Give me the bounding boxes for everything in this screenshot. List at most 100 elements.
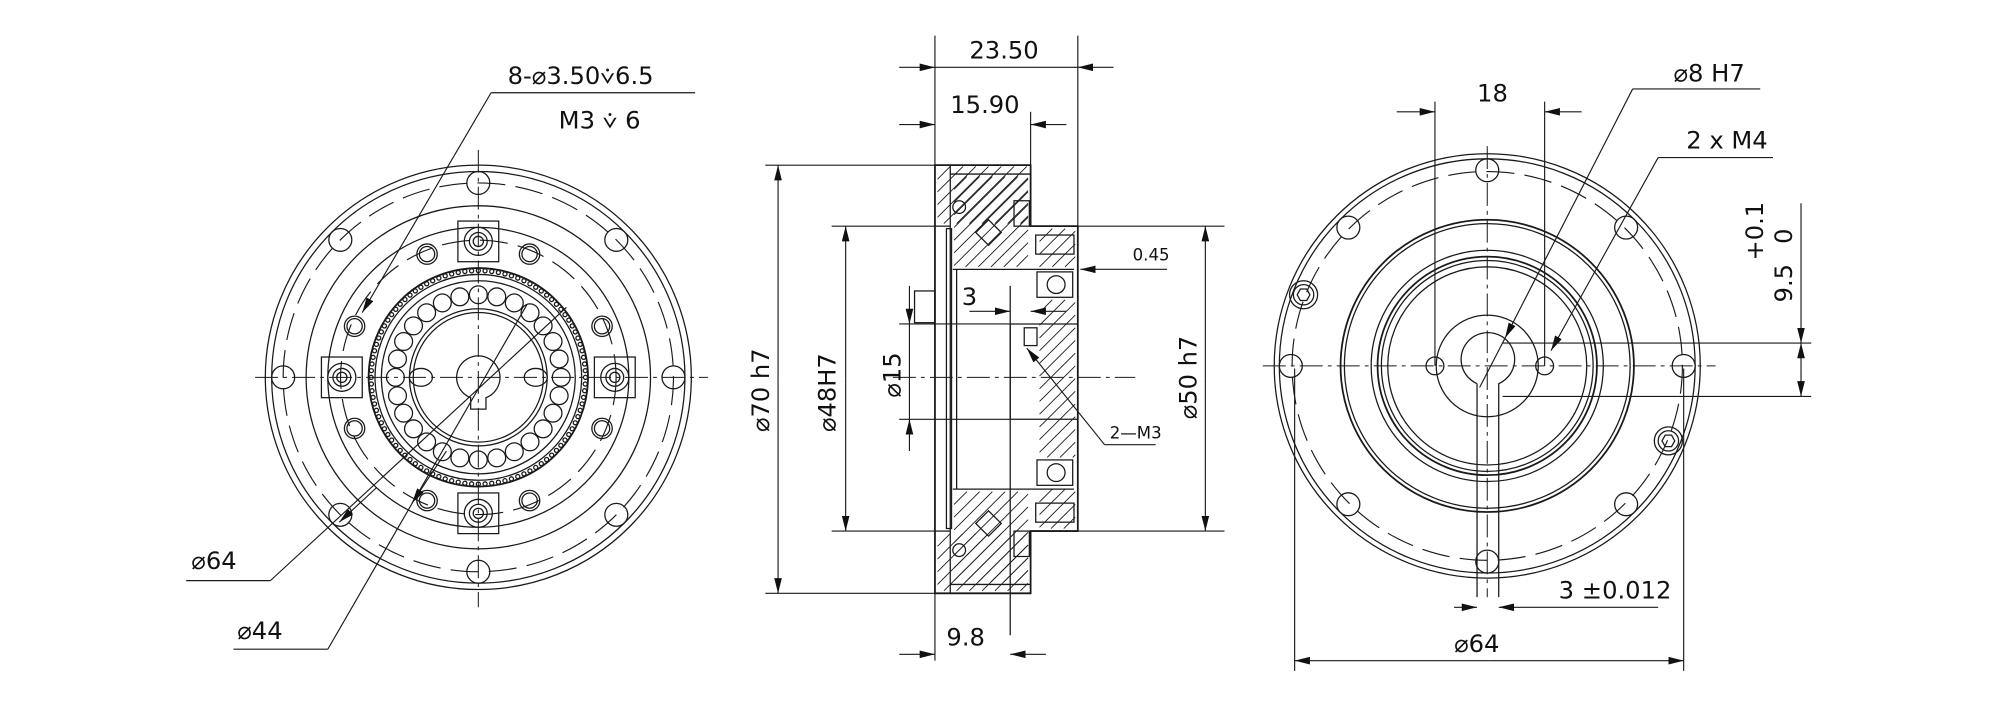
bolt-hole-inner — [418, 492, 436, 509]
gear-tooth — [527, 468, 533, 474]
roller — [543, 331, 563, 352]
hatch-line — [1072, 454, 1076, 458]
gear-tooth — [378, 420, 385, 426]
bolt-hole-inner — [346, 318, 363, 335]
hatch-line — [1063, 516, 1076, 529]
gear-tooth — [566, 431, 572, 438]
roller — [387, 386, 408, 406]
roller — [432, 442, 452, 462]
gear-tooth — [548, 296, 555, 303]
gear-tooth — [580, 394, 587, 401]
gear-tooth — [442, 273, 448, 279]
dim-outer-pcd: ⌀64 — [191, 547, 236, 575]
gear-tooth — [370, 354, 376, 361]
gear-tooth — [569, 426, 575, 432]
hatch-line — [937, 166, 964, 193]
hatch-line — [1039, 299, 1053, 313]
dim-key-width: 3 ±0.012 — [1559, 576, 1672, 604]
dim-bottom-length: 9.8 — [946, 623, 985, 651]
gear-tooth — [533, 464, 539, 471]
dim-bore-diameter: ⌀48H7 — [813, 353, 841, 432]
gear-tooth — [527, 281, 533, 287]
gear-tooth — [538, 461, 544, 467]
bolt-hole — [1614, 215, 1639, 240]
hatch-line — [1007, 570, 1029, 592]
gear-tooth — [436, 473, 442, 480]
hatch-line — [937, 533, 989, 585]
roller — [450, 448, 470, 468]
bolt-hole — [1614, 492, 1639, 517]
gear-tooth — [580, 354, 587, 361]
keyed-bore — [1460, 331, 1516, 598]
hatch-line — [937, 166, 977, 205]
hatch-line — [953, 176, 968, 190]
dim-pcd: ⌀64 — [1454, 630, 1499, 658]
hatch-line — [937, 166, 989, 218]
bolt-hole — [416, 243, 438, 265]
dim-inner-pcd: ⌀44 — [237, 617, 282, 645]
gear-tooth — [543, 456, 550, 463]
roller — [549, 349, 569, 369]
gear-tooth — [515, 473, 521, 480]
roller — [520, 303, 540, 323]
hatch-line — [969, 166, 1028, 224]
gear-tooth — [489, 480, 495, 486]
gear-tooth — [371, 401, 378, 407]
gear-tooth — [572, 329, 578, 335]
gear-tooth — [407, 292, 413, 298]
gear-tooth — [553, 301, 560, 307]
hatch-line — [981, 177, 1029, 224]
dim-overall-length: 23.50 — [969, 36, 1038, 64]
roller — [549, 386, 569, 406]
gear-tooth — [412, 461, 419, 467]
hatch-line — [937, 166, 951, 180]
hatch-line — [1039, 365, 1076, 402]
hatch-line — [1020, 582, 1029, 592]
gear-tooth — [368, 381, 375, 387]
hatch-line — [1050, 504, 1076, 529]
bolt-hole-inner — [346, 420, 363, 437]
gear-tooth — [543, 292, 550, 298]
gear-tooth — [412, 288, 419, 294]
gear-tooth — [385, 317, 391, 323]
gear-tooth — [407, 456, 413, 463]
gear-tooth — [368, 367, 375, 374]
bolt-hole — [328, 227, 353, 252]
gear-tooth — [579, 348, 585, 354]
gear-tooth — [381, 323, 388, 329]
roller — [543, 403, 563, 423]
hatch-line — [937, 533, 964, 560]
roller — [394, 331, 414, 352]
gear-tooth — [575, 335, 581, 341]
hatch-line — [1039, 299, 1066, 326]
callout-threads-m3: 2—M3 — [1110, 423, 1162, 442]
gear-tooth — [521, 471, 527, 477]
bolt-hole-inner — [593, 318, 611, 335]
bolt-hole-inner — [521, 245, 538, 263]
gear-tooth — [581, 388, 588, 394]
gear-tooth — [393, 306, 399, 312]
hatch-line — [1046, 429, 1076, 458]
dim-step: 3 — [962, 283, 977, 311]
hatch-line — [978, 216, 1029, 268]
gear-tooth — [388, 311, 395, 318]
hatch-line — [994, 190, 1029, 224]
roller — [504, 293, 524, 313]
gear-tooth — [582, 381, 588, 387]
hatch-line — [1020, 215, 1029, 224]
gear-tooth — [468, 481, 475, 487]
gear-tooth — [558, 442, 564, 449]
bolt-hole-inner — [521, 492, 538, 509]
hatch-line — [1039, 340, 1076, 377]
hatch-line — [1039, 378, 1076, 415]
roller — [450, 287, 470, 307]
gear-tooth — [582, 367, 588, 374]
hatch-line — [965, 204, 1029, 268]
gear-tooth — [508, 476, 515, 482]
gear-tooth — [448, 271, 455, 277]
gear-tooth — [455, 269, 461, 276]
hatch-line — [1039, 327, 1076, 364]
hatch-line — [953, 176, 1006, 228]
gear-tooth — [424, 468, 430, 474]
gear-tooth — [397, 447, 403, 454]
